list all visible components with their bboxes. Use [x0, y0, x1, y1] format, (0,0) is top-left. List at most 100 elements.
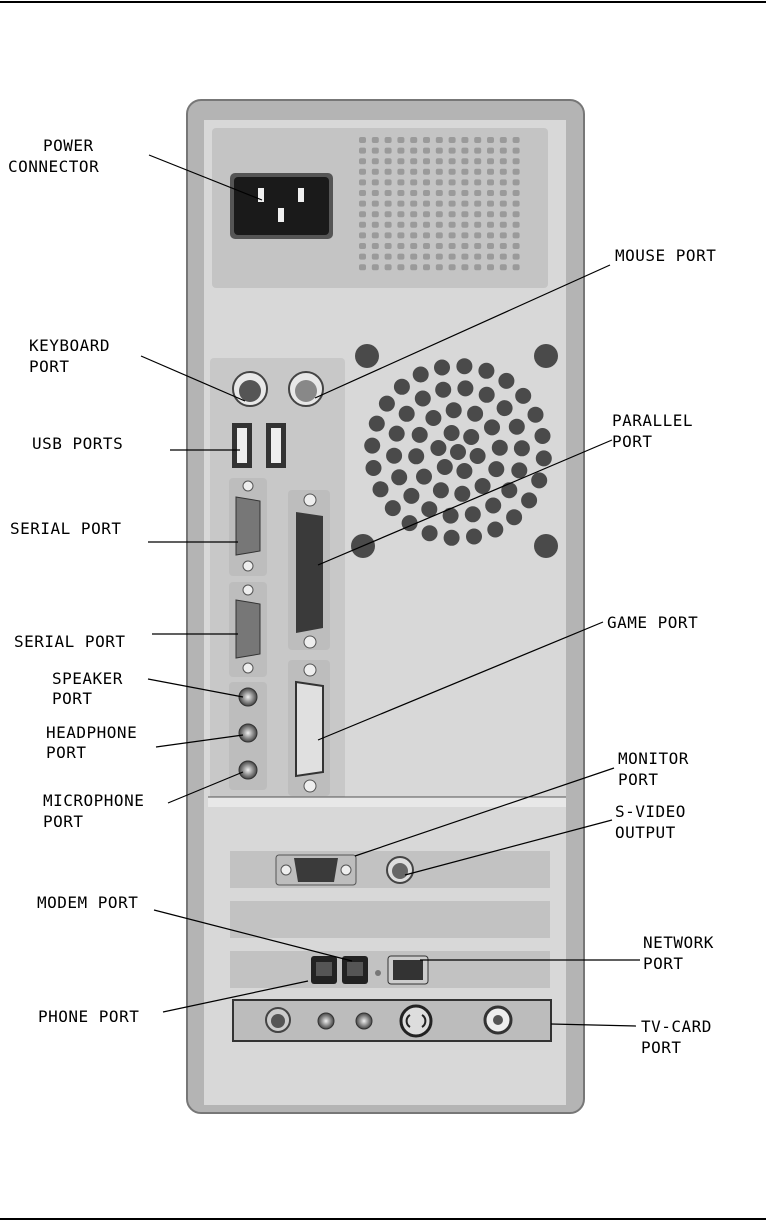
- vent-dot: [385, 179, 392, 185]
- fan-vent-hole: [509, 419, 525, 435]
- monitor-port-label-line2: PORT: [618, 769, 659, 790]
- vent-dot: [436, 137, 443, 143]
- vent-dot: [474, 222, 481, 228]
- vent-dot: [474, 211, 481, 217]
- fan-vent-hole: [446, 402, 462, 418]
- vent-dot: [397, 137, 404, 143]
- vent-dot: [474, 148, 481, 154]
- vent-dot: [513, 264, 520, 270]
- modem-port-label: MODEM PORT: [37, 892, 138, 913]
- vent-dot: [423, 254, 430, 260]
- fan-vent-hole: [501, 482, 517, 498]
- fan-vent-hole: [435, 382, 451, 398]
- vent-dot: [423, 158, 430, 164]
- vent-dot: [372, 211, 379, 217]
- tv-card-port-label-line2: PORT: [641, 1037, 682, 1058]
- vent-dot: [372, 158, 379, 164]
- vent-dot: [397, 158, 404, 164]
- fan-vent-hole: [488, 461, 504, 477]
- power-connector: [230, 173, 333, 239]
- vent-dot: [385, 137, 392, 143]
- vent-dot: [436, 169, 443, 175]
- vent-dot: [385, 254, 392, 260]
- vent-dot: [461, 254, 468, 260]
- vent-dot: [474, 169, 481, 175]
- fan-vent-hole: [450, 444, 466, 460]
- vent-dot: [423, 148, 430, 154]
- vent-dot: [359, 222, 366, 228]
- fan-vent-hole: [498, 373, 514, 389]
- vent-dot: [436, 222, 443, 228]
- serial-port-2-label: SERIAL PORT: [14, 631, 125, 652]
- vent-dot: [410, 243, 417, 249]
- fan-vent-hole: [403, 488, 419, 504]
- fan-vent-hole: [478, 363, 494, 379]
- vent-dot: [487, 232, 494, 238]
- fan-vent-hole: [366, 460, 382, 476]
- vent-dot: [436, 190, 443, 196]
- vent-dot: [474, 137, 481, 143]
- vent-dot: [423, 169, 430, 175]
- fan-vent-hole: [467, 406, 483, 422]
- vent-dot: [513, 190, 520, 196]
- vent-dot: [410, 190, 417, 196]
- fan-vent-hole: [394, 379, 410, 395]
- game-port-label: GAME PORT: [607, 612, 698, 633]
- fan-vent-hole: [487, 522, 503, 538]
- fan-vent-hole: [536, 450, 552, 466]
- vent-dot: [410, 232, 417, 238]
- vent-dot: [500, 222, 507, 228]
- vent-dot: [385, 232, 392, 238]
- vent-dot: [461, 201, 468, 207]
- vent-dot: [500, 190, 507, 196]
- vent-dot: [500, 264, 507, 270]
- microphone-port-label: MICROPHONE: [43, 790, 144, 811]
- vent-dot: [487, 137, 494, 143]
- vent-dot: [397, 232, 404, 238]
- vent-dot: [474, 232, 481, 238]
- keyboard-port-connector: [233, 372, 267, 406]
- fan-screw-hole: [355, 344, 379, 368]
- vent-dot: [449, 169, 456, 175]
- fan-vent-hole: [444, 425, 460, 441]
- vent-dot: [397, 211, 404, 217]
- vent-dot: [500, 158, 507, 164]
- keyboard-port-label: KEYBOARD: [29, 335, 110, 356]
- vent-dot: [423, 264, 430, 270]
- vent-dot: [474, 201, 481, 207]
- vent-dot: [449, 243, 456, 249]
- vent-dot: [461, 243, 468, 249]
- vent-dot: [461, 264, 468, 270]
- game-port-connector: [288, 660, 330, 796]
- vent-dot: [385, 264, 392, 270]
- vent-dot: [410, 264, 417, 270]
- vent-dot: [436, 158, 443, 164]
- monitor-port-connector: [276, 855, 356, 885]
- mouse-port-label: MOUSE PORT: [615, 245, 716, 266]
- fan-vent-hole: [425, 410, 441, 426]
- keyboard-port-label-line2: PORT: [29, 356, 70, 377]
- vent-dot: [372, 232, 379, 238]
- vent-dot: [500, 148, 507, 154]
- fan-vent-hole: [465, 506, 481, 522]
- vent-dot: [397, 190, 404, 196]
- vent-dot: [359, 148, 366, 154]
- vent-dot: [513, 201, 520, 207]
- vent-dot: [449, 254, 456, 260]
- fan-vent-hole: [416, 469, 432, 485]
- vent-dot: [397, 148, 404, 154]
- vent-dot: [436, 264, 443, 270]
- vent-dot: [372, 190, 379, 196]
- vent-dot: [474, 190, 481, 196]
- vent-dot: [436, 211, 443, 217]
- vent-dot: [372, 179, 379, 185]
- fan-vent-hole: [434, 360, 450, 376]
- fan-vent-hole: [385, 500, 401, 516]
- vent-dot: [410, 158, 417, 164]
- vent-dot: [461, 222, 468, 228]
- fan-vent-hole: [475, 478, 491, 494]
- power-connector-label: POWER: [43, 135, 94, 156]
- network-port-label: NETWORK: [643, 932, 714, 953]
- vent-dot: [513, 232, 520, 238]
- parallel-port-connector: [288, 490, 330, 650]
